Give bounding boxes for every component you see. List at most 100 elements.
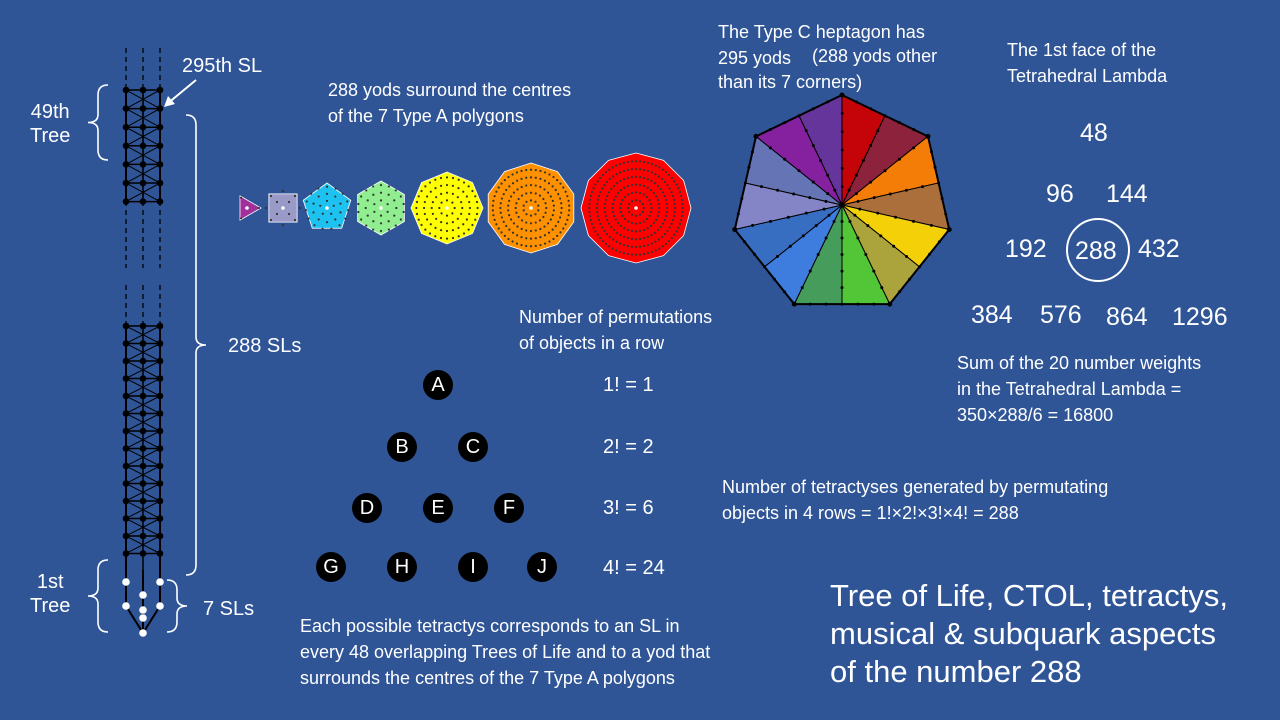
polygon-yod	[346, 200, 349, 203]
polygon-yod	[341, 192, 344, 195]
brace	[166, 579, 188, 633]
polygon-yod	[592, 226, 595, 229]
tree-diagonal	[125, 108, 161, 128]
polygon-yod	[500, 231, 503, 234]
polygon-yod	[660, 235, 664, 239]
polygon-yod	[460, 212, 463, 215]
arrow-295th-sl	[166, 79, 197, 105]
polygon-yod	[634, 199, 638, 202]
heptagon-yod	[776, 188, 780, 192]
polygon-yod	[556, 234, 559, 237]
heptagon-yod	[869, 143, 873, 147]
letter-bubble: H	[387, 552, 417, 582]
polygon-yod	[330, 227, 333, 230]
polygon-yod	[614, 195, 617, 198]
polygon-yod	[500, 216, 503, 219]
heptagon-yod	[832, 220, 836, 224]
polygon-yod	[379, 183, 383, 187]
polygon-yod	[360, 195, 363, 198]
polygon-yod	[649, 210, 653, 214]
polygon-yod	[317, 187, 320, 190]
polygon-yod	[615, 249, 618, 252]
polygon-yod	[366, 214, 369, 217]
polygon-yod	[601, 226, 604, 229]
tree-node-white	[139, 591, 147, 599]
polygon-yod	[634, 238, 638, 241]
heptagon-yod	[769, 219, 773, 223]
polygon-yod	[559, 231, 562, 234]
tree-node	[156, 86, 164, 94]
tree-node	[156, 445, 164, 452]
polygon-yod	[475, 212, 479, 216]
polygon-yod	[515, 202, 518, 205]
polygon-yod	[465, 218, 468, 221]
polygons-caption: 288 yods surround the centres of the 7 T…	[328, 80, 572, 126]
polygon-yod	[670, 222, 673, 225]
polygon-yod	[673, 233, 676, 236]
polygon-yod	[596, 233, 599, 236]
tree-node	[122, 161, 130, 168]
polygon-yod	[339, 211, 342, 214]
polygon-yod	[534, 237, 537, 240]
polygon-yod	[462, 181, 466, 184]
polygon-yod	[538, 194, 542, 197]
polygon-yod	[298, 206, 302, 210]
polygon-yod	[451, 221, 454, 224]
polygon-yod	[440, 221, 443, 224]
type-a-polygon	[302, 182, 352, 229]
tree-node	[139, 550, 147, 557]
polygon-yod	[434, 226, 437, 229]
polygon-yod	[548, 240, 551, 243]
tree-node	[139, 357, 147, 365]
polygon-yod	[544, 211, 547, 214]
polygon-yod	[615, 231, 619, 234]
letter-bubble: E	[423, 493, 453, 523]
polygon-yod	[641, 203, 644, 206]
heptagon-caption-line2b: (288 yods other	[812, 46, 938, 66]
polygon-yod	[332, 204, 335, 207]
polygon-yod	[605, 180, 609, 184]
label-288-sls: 288 SLs	[228, 335, 302, 357]
polygon-yod	[659, 225, 662, 229]
polygon-yod	[664, 171, 668, 174]
slide-title: Tree of Life, CTOL, tetractys, musical &…	[830, 578, 1228, 689]
polygon-yod	[597, 194, 601, 198]
polygon-yod	[517, 215, 520, 219]
tree-diagonal	[125, 518, 161, 537]
polygon-yod	[594, 183, 597, 186]
polygon-yod	[628, 203, 631, 206]
polygon-yod	[492, 199, 495, 202]
polygon-yod	[638, 229, 642, 233]
heptagon-yod	[808, 196, 812, 200]
polygon-yod	[516, 225, 519, 228]
polygon-yod	[393, 214, 396, 217]
polygon-yod	[539, 236, 542, 239]
heptagon-yod	[840, 269, 844, 273]
heptagon-yod	[929, 223, 933, 227]
polygon-yod	[623, 217, 627, 221]
polygon-yod	[604, 171, 608, 174]
polygon-yod	[611, 247, 614, 250]
polygon-yod	[520, 219, 524, 222]
polygon-yod	[618, 162, 622, 166]
heptagon-yod	[808, 269, 812, 273]
lambda-number: 1296	[1172, 303, 1228, 331]
label-49th-tree: 49th Tree	[30, 101, 71, 147]
polygon-yod	[621, 214, 624, 217]
polygon-yod	[451, 229, 455, 232]
heptagon-yod	[797, 169, 801, 173]
polygon-yod	[529, 168, 533, 171]
polygon-yod	[642, 176, 646, 179]
lambda-number: 384	[971, 301, 1013, 329]
heptagon-corner	[791, 301, 797, 307]
polygon-yod	[534, 244, 537, 248]
polygon-yod	[680, 198, 684, 201]
polygon-yod	[511, 173, 514, 176]
tree-diagonal	[125, 413, 161, 432]
polygon-yod	[670, 191, 673, 194]
polygon-yod	[321, 212, 324, 215]
tree-diagonal	[125, 126, 161, 147]
polygon-yod	[525, 229, 528, 232]
arrow-head	[164, 96, 175, 107]
